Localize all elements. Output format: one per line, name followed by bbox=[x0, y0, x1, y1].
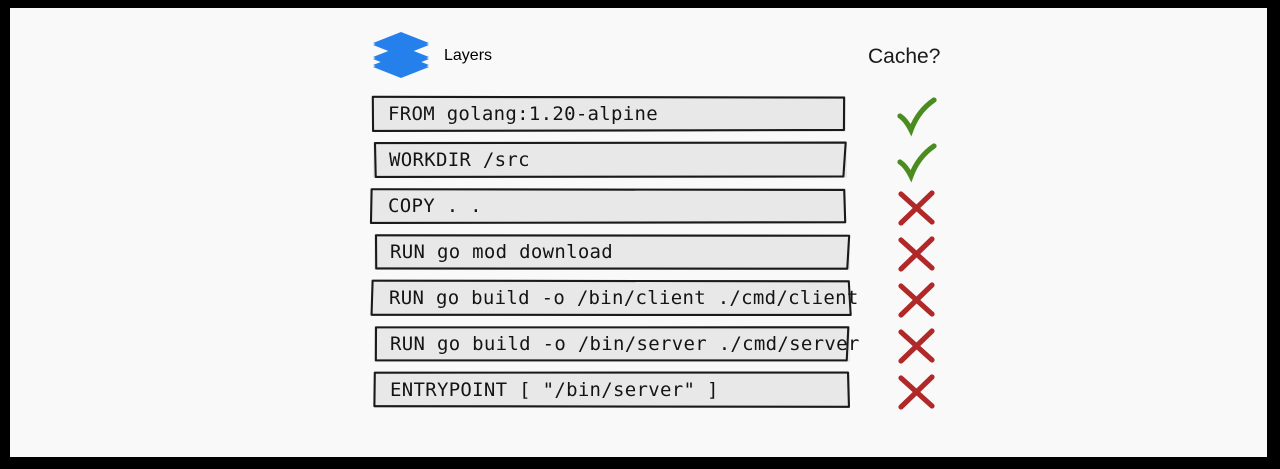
layer-row[interactable]: ENTRYPOINT [ "/bin/server" ] bbox=[10, 372, 1267, 418]
layer-command-text: RUN go mod download bbox=[374, 241, 613, 263]
cross-icon bbox=[890, 231, 944, 277]
cross-icon bbox=[890, 323, 944, 369]
cache-column-header: Cache? bbox=[868, 45, 940, 69]
layer-row[interactable]: RUN go build -o /bin/client ./cmd/client bbox=[10, 280, 1267, 326]
layer-command-box[interactable]: ENTRYPOINT [ "/bin/server" ] bbox=[374, 372, 850, 408]
layer-command-box[interactable]: COPY . . bbox=[372, 188, 846, 224]
layer-command-text: RUN go build -o /bin/server ./cmd/server bbox=[374, 333, 860, 355]
layer-command-box[interactable]: RUN go mod download bbox=[374, 234, 850, 270]
diagram-canvas: Layers Cache? FROM golang:1.20-alpineWOR… bbox=[10, 8, 1267, 457]
layers-stack-icon bbox=[372, 32, 430, 80]
cross-icon bbox=[890, 369, 944, 415]
layer-row[interactable]: WORKDIR /src bbox=[10, 142, 1267, 188]
check-icon bbox=[890, 139, 944, 185]
layer-row[interactable]: COPY . . bbox=[10, 188, 1267, 234]
layer-command-text: FROM golang:1.20-alpine bbox=[372, 103, 658, 125]
diagram-header: Layers Cache? bbox=[10, 8, 1267, 100]
layer-row[interactable]: RUN go build -o /bin/server ./cmd/server bbox=[10, 326, 1267, 372]
layer-command-box[interactable]: FROM golang:1.20-alpine bbox=[372, 96, 846, 132]
layer-command-text: COPY . . bbox=[372, 195, 482, 217]
layer-row[interactable]: RUN go mod download bbox=[10, 234, 1267, 280]
layer-command-box[interactable]: RUN go build -o /bin/client ./cmd/client bbox=[373, 280, 850, 316]
layer-command-text: WORKDIR /src bbox=[373, 149, 530, 171]
cross-icon bbox=[890, 277, 944, 323]
layer-rows-list: FROM golang:1.20-alpineWORKDIR /srcCOPY … bbox=[10, 96, 1267, 418]
layer-command-box[interactable]: RUN go build -o /bin/server ./cmd/server bbox=[374, 326, 850, 362]
cross-icon bbox=[890, 185, 944, 231]
layer-command-box[interactable]: WORKDIR /src bbox=[373, 142, 847, 178]
layer-command-text: ENTRYPOINT [ "/bin/server" ] bbox=[374, 379, 719, 401]
layer-command-text: RUN go build -o /bin/client ./cmd/client bbox=[373, 287, 859, 309]
layer-row[interactable]: FROM golang:1.20-alpine bbox=[10, 96, 1267, 142]
layers-column-label: Layers bbox=[444, 47, 492, 65]
layers-column-header: Layers bbox=[372, 32, 492, 80]
check-icon bbox=[890, 93, 944, 139]
